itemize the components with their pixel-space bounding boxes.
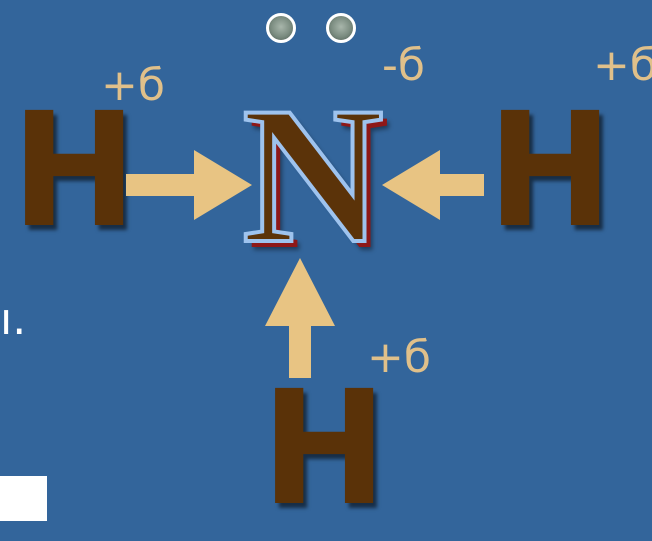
hydrogen-atom-bottom: H	[261, 357, 387, 541]
charge-label-hydrogen-left: +б	[101, 60, 166, 111]
charge-label-nitrogen: -б	[382, 40, 426, 91]
hydrogen-atom-right: H	[487, 79, 613, 263]
bond-arrow-left	[126, 150, 252, 220]
electron-dot-right	[326, 13, 356, 43]
hydrogen-atom-left: H	[11, 79, 137, 263]
white-block	[0, 476, 47, 521]
electron-dot-left	[266, 13, 296, 43]
bond-arrow-bottom	[265, 258, 335, 378]
nitrogen-atom: N	[240, 67, 386, 284]
bond-arrow-right	[382, 150, 484, 220]
charge-label-hydrogen-right: +б	[593, 40, 652, 91]
charge-label-hydrogen-bottom: +б	[367, 332, 432, 383]
edge-text-fragment: ı.	[0, 294, 27, 345]
